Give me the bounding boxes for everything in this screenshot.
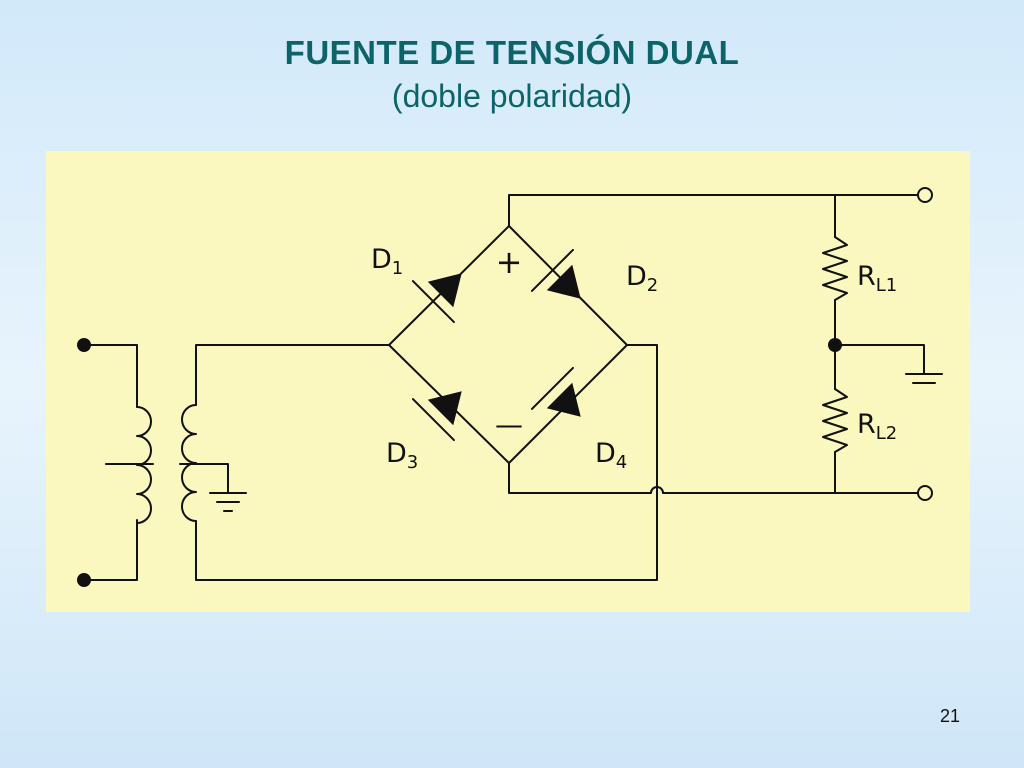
- label-d1: D1: [371, 244, 403, 279]
- diode-d3: [411, 391, 462, 442]
- rl2-resistor: [822, 388, 848, 453]
- slide-subtitle: (doble polaridad): [391, 78, 633, 114]
- center-tap-wire: [179, 463, 229, 494]
- negative-output-wire: [508, 462, 919, 494]
- minus-sign: —: [495, 408, 523, 441]
- dual-power-supply-circuit: D1 D2 D3 D4 RL1 RL2 + —: [46, 151, 970, 612]
- ground-icon-output: [905, 373, 943, 384]
- rl1-resistor: [822, 236, 848, 301]
- label-rl1: RL1: [857, 261, 897, 296]
- primary-wire-bottom: [83, 519, 138, 581]
- ground-icon-transformer: [209, 492, 247, 512]
- output-terminal-positive: [917, 187, 933, 203]
- label-d2: D2: [626, 261, 658, 296]
- diode-d4: [530, 366, 581, 417]
- slide-title: FUENTE DE TENSIÓN DUAL: [284, 34, 740, 71]
- output-terminal-negative: [917, 485, 933, 501]
- label-d3: D3: [386, 438, 418, 473]
- diode-d2: [530, 248, 581, 299]
- secondary-wire-top: [195, 344, 390, 406]
- primary-wire-top: [83, 344, 138, 408]
- diode-d1: [411, 273, 462, 324]
- label-d4: D4: [595, 438, 627, 473]
- positive-output-wire: [508, 194, 919, 227]
- midpoint-ground-wire: [834, 344, 925, 375]
- plus-sign: +: [496, 243, 523, 281]
- label-rl2: RL2: [857, 409, 897, 444]
- slide-number: 21: [939, 706, 960, 726]
- secondary-wire-bottom: [195, 344, 658, 581]
